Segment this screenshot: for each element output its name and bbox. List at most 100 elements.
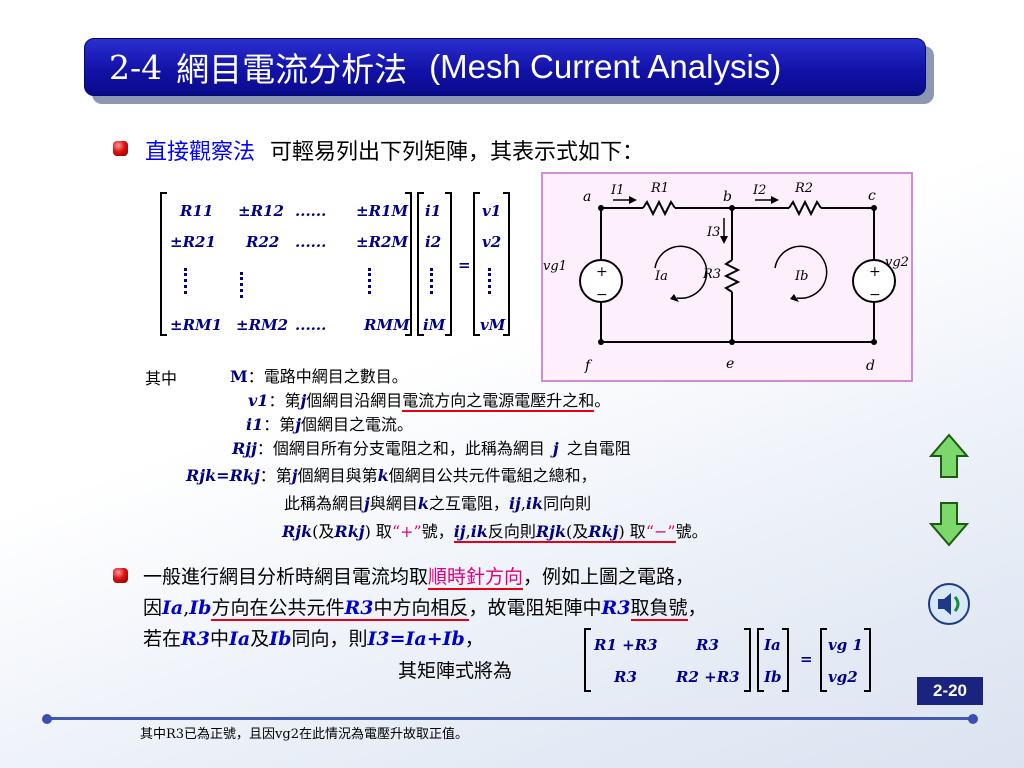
- circuit-diagram: a b c d e f I1 I2 I3 R1 R2 R3 Ia Ib vg1 …: [541, 172, 913, 382]
- var-ib: Ib: [269, 628, 292, 650]
- matrix2-cell: R3: [696, 636, 719, 654]
- sound-button[interactable]: [926, 581, 972, 631]
- definition-text: ：電路中網目之數目。: [247, 367, 408, 386]
- matrix-cell: ±R21: [170, 233, 216, 251]
- mesh-label: Ib: [794, 269, 808, 284]
- general-text: 方向在公共元件: [211, 597, 345, 619]
- matrix-cell: ±RM2: [236, 316, 289, 334]
- label-rjj: Rjj: [232, 439, 257, 458]
- current-label: I2: [752, 183, 766, 198]
- general-text: ，故電阻矩陣中: [468, 597, 602, 619]
- var-rkj: Rkj: [334, 522, 365, 541]
- slide-title: 2-4 網目電流分析法 (Mesh Current Analysis): [84, 38, 926, 96]
- definition-text: ：第: [268, 391, 301, 410]
- definition-text: ：第: [259, 466, 292, 485]
- matrix2-cell: R3: [614, 668, 637, 686]
- current-label: I1: [610, 183, 624, 198]
- matrix-cell: ......: [295, 202, 327, 220]
- vertical-dots: [368, 268, 375, 294]
- node-label: d: [866, 358, 875, 374]
- separator: ,: [183, 597, 190, 619]
- label-rjk: Rjk=Rkj: [186, 466, 260, 485]
- clockwise-text: 順時針方向: [428, 566, 524, 590]
- mesh-label: Ia: [654, 269, 668, 284]
- general-text: 及: [250, 628, 270, 650]
- definition-line6: 此稱為網目j與網目k之互電阻，ij,ik同向則: [284, 490, 591, 514]
- matrix2-current: Ia: [764, 636, 781, 654]
- plus-sign: “+”: [391, 522, 422, 541]
- plus-sign: +: [596, 264, 608, 280]
- matrix-bracket-right: [405, 192, 412, 336]
- matrix2-cell: R1 +R3: [594, 636, 658, 654]
- title-chinese: 網目電流分析法: [176, 50, 408, 89]
- node-label: e: [726, 356, 734, 372]
- up-arrow-button[interactable]: [928, 432, 970, 484]
- matrix-cell: ......: [295, 233, 327, 251]
- matrix-bracket-right: [744, 628, 751, 692]
- var-r3: R3: [344, 597, 374, 619]
- footer-divider: [46, 717, 976, 720]
- matrix-cell: R22: [246, 233, 280, 251]
- current-label: I3: [706, 225, 720, 240]
- definition-line7: Rjk(及Rkj) 取“+”號，ij,ik反向則Rjk(及Rkj) 取“−”號。: [282, 518, 708, 543]
- definition-text-underlined: 電流方向之電源電壓升之和: [402, 391, 595, 412]
- definition-text: ：第: [263, 415, 296, 434]
- general-line-1: 一般進行網目分析時網目電流均取順時針方向，例如上圖之電路，: [143, 562, 694, 590]
- definition-text: 之互電阻，: [428, 494, 509, 513]
- general-line-3: 若在R3中Ia及Ib同向，則I3=Ia+Ib，: [143, 624, 484, 651]
- method-name: 直接觀察法: [145, 140, 256, 165]
- definition-text: 個網目公共元件電組之總和，: [388, 466, 597, 485]
- definition-text: 個網目沿網目: [306, 391, 403, 410]
- equals-sign: =: [800, 650, 813, 668]
- var-rjk: Rjk: [282, 522, 313, 541]
- label-v: v1: [248, 391, 269, 410]
- definition-text: (及: [566, 522, 589, 541]
- source-label: vg1: [543, 259, 567, 274]
- matrix-cell: ±R12: [238, 202, 284, 220]
- matrix-cell: RMM: [364, 316, 410, 334]
- divider-end-dot: [42, 714, 52, 724]
- resistor-label: R2: [794, 181, 813, 196]
- matrix2-voltage: vg 1: [828, 636, 863, 654]
- source-label: vg2: [885, 255, 909, 270]
- label-m: M: [230, 367, 248, 386]
- vertical-dots: [430, 268, 437, 294]
- definition-text: ) 取: [618, 522, 646, 541]
- definition-text: 之自電阻: [566, 439, 631, 458]
- matrix-cell: ±R1M: [356, 202, 409, 220]
- general-text: 中: [210, 628, 230, 650]
- general-line-2: 因Ia,Ib方向在公共元件R3中方向相反，故電阻矩陣中R3取負號，: [143, 593, 707, 621]
- down-arrow-button[interactable]: [928, 500, 970, 552]
- current-cell: i2: [425, 233, 442, 251]
- minus-sign: −: [869, 287, 881, 303]
- definition-text: (及: [312, 522, 335, 541]
- voltage-bracket-right: [503, 192, 510, 336]
- vertical-dots: [184, 268, 191, 294]
- intro-text: 可輕易列出下列矩陣，其表示式如下：: [270, 140, 645, 165]
- var-r3: R3: [181, 628, 211, 650]
- current-cell: i1: [425, 202, 442, 220]
- matrix-cell: ±R2M: [356, 233, 409, 251]
- divider-end-dot: [968, 714, 978, 724]
- matrix-bracket-left: [584, 628, 591, 692]
- var-j: j: [552, 439, 559, 458]
- separator: ,: [520, 494, 526, 513]
- current-bracket-right: [445, 192, 452, 336]
- var-ib: Ib: [189, 597, 212, 619]
- vertical-dots: [488, 268, 495, 294]
- var-ij: ij: [508, 494, 521, 513]
- footnote: 其中R3已為正號，且因vg2在此情況為電壓升故取正值。: [140, 727, 468, 742]
- current-bracket-left: [417, 192, 424, 336]
- mesh-matrix: R11 ±R12 ...... ±R1M ±R21 R22 ...... ±R2…: [160, 192, 520, 342]
- title-number: 2-4: [109, 47, 163, 87]
- general-line-4: 其矩陣式將為: [398, 660, 513, 682]
- matrix2-cell: R2 +R3: [676, 668, 740, 686]
- var-ia: Ia: [162, 597, 184, 619]
- intro-line: 直接觀察法 可輕易列出下列矩陣，其表示式如下：: [145, 134, 644, 166]
- definition-text: 號，: [421, 522, 454, 541]
- equals-sign: =: [458, 256, 471, 274]
- vertical-dots: [240, 272, 247, 298]
- separator: ,: [465, 522, 471, 541]
- general-text-underlined: 取負號: [630, 597, 688, 621]
